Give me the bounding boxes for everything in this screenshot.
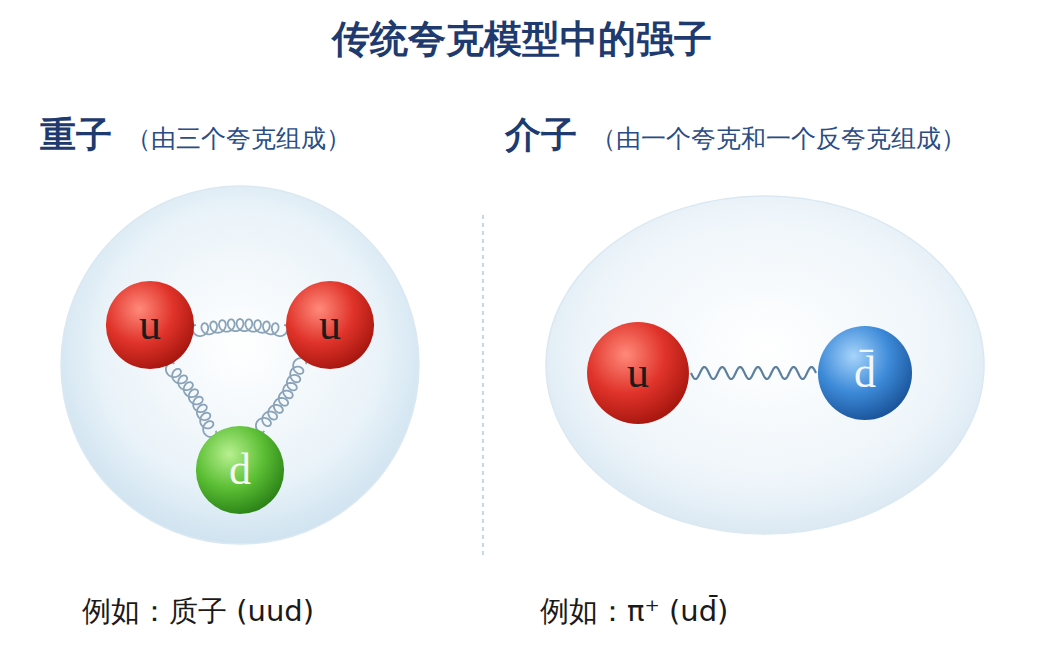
quark-ball: d — [195, 425, 285, 515]
heading-text: 重子 — [40, 111, 112, 160]
quark-ball: u — [105, 280, 195, 370]
bubble-outline — [546, 196, 984, 534]
page-title: 传统夸克模型中的强子 — [0, 14, 1044, 65]
hadron-bubble: 介子（由一个夸克和一个反夸克组成）ud̄ — [545, 195, 985, 535]
heading-text: 介子 — [505, 111, 577, 160]
quark-circle — [587, 322, 689, 424]
bubble-outline — [61, 186, 419, 544]
quark-ball: u — [586, 321, 690, 425]
section-heading: 重子 （由三个夸克组成） — [40, 111, 351, 160]
quark-circle — [286, 281, 374, 369]
quark-label: d — [229, 448, 251, 492]
subheading-text: （由一个夸克和一个反夸克组成） — [591, 122, 966, 155]
quark-circle — [196, 426, 284, 514]
quark-ball: u — [285, 280, 375, 370]
subheading-text: （由三个夸克组成） — [126, 122, 351, 155]
section-heading: 介子 （由一个夸克和一个反夸克组成） — [505, 111, 966, 160]
divider-line — [482, 215, 484, 555]
example-caption: 例如：π⁺ (ud̄) — [540, 592, 728, 632]
quark-label: u — [627, 351, 649, 395]
quark-label: u — [139, 303, 161, 347]
quark-ball: d̄ — [817, 325, 913, 421]
quark-circle — [106, 281, 194, 369]
quark-circle — [818, 326, 912, 420]
hadron-bubble: 重子（由三个夸克组成）uud — [60, 185, 420, 545]
quark-label: d̄ — [854, 351, 876, 395]
quark-label: u — [319, 303, 341, 347]
example-caption: 例如：质子 (uud) — [82, 592, 314, 632]
